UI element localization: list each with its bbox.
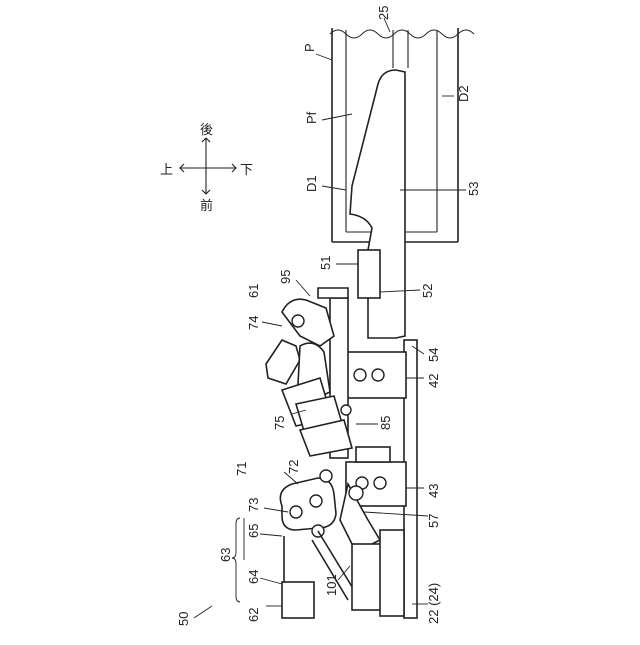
label-101: 101 xyxy=(324,574,339,596)
direction-down-label: 下 xyxy=(240,162,253,177)
label-54: 54 xyxy=(426,348,441,362)
direction-up-label: 上 xyxy=(160,162,173,177)
label-72: 72 xyxy=(286,460,301,474)
label-p: P xyxy=(302,43,317,52)
link-75 xyxy=(296,396,352,456)
label-d2: D2 xyxy=(456,85,471,102)
label-53: 53 xyxy=(466,182,481,196)
label-57: 57 xyxy=(426,514,441,528)
label-71: 71 xyxy=(234,462,249,476)
label-d1: D1 xyxy=(304,175,319,192)
label-74: 74 xyxy=(246,316,261,330)
direction-indicator: 上 下 後 前 xyxy=(160,122,253,213)
block-42 xyxy=(346,352,406,398)
direction-rear-label: 後 xyxy=(200,122,213,137)
label-64: 64 xyxy=(246,570,261,584)
block-51 xyxy=(358,250,380,298)
label-22-24: 22 (24) xyxy=(426,583,441,624)
label-43: 43 xyxy=(426,484,441,498)
label-42: 42 xyxy=(426,374,441,388)
label-63: 63 xyxy=(218,548,233,562)
label-75: 75 xyxy=(272,416,287,430)
label-50: 50 xyxy=(176,612,191,626)
label-52: 52 xyxy=(420,284,435,298)
label-pf: Pf xyxy=(304,111,319,124)
label-95: 95 xyxy=(278,270,293,284)
bracket-63 xyxy=(232,518,240,602)
label-85: 85 xyxy=(378,416,393,430)
label-65: 65 xyxy=(246,524,261,538)
label-61: 61 xyxy=(246,284,261,298)
label-73: 73 xyxy=(246,498,261,512)
label-51: 51 xyxy=(318,256,333,270)
direction-front-label: 前 xyxy=(200,198,213,213)
label-62: 62 xyxy=(246,608,261,622)
label-25: 25 xyxy=(376,6,391,20)
